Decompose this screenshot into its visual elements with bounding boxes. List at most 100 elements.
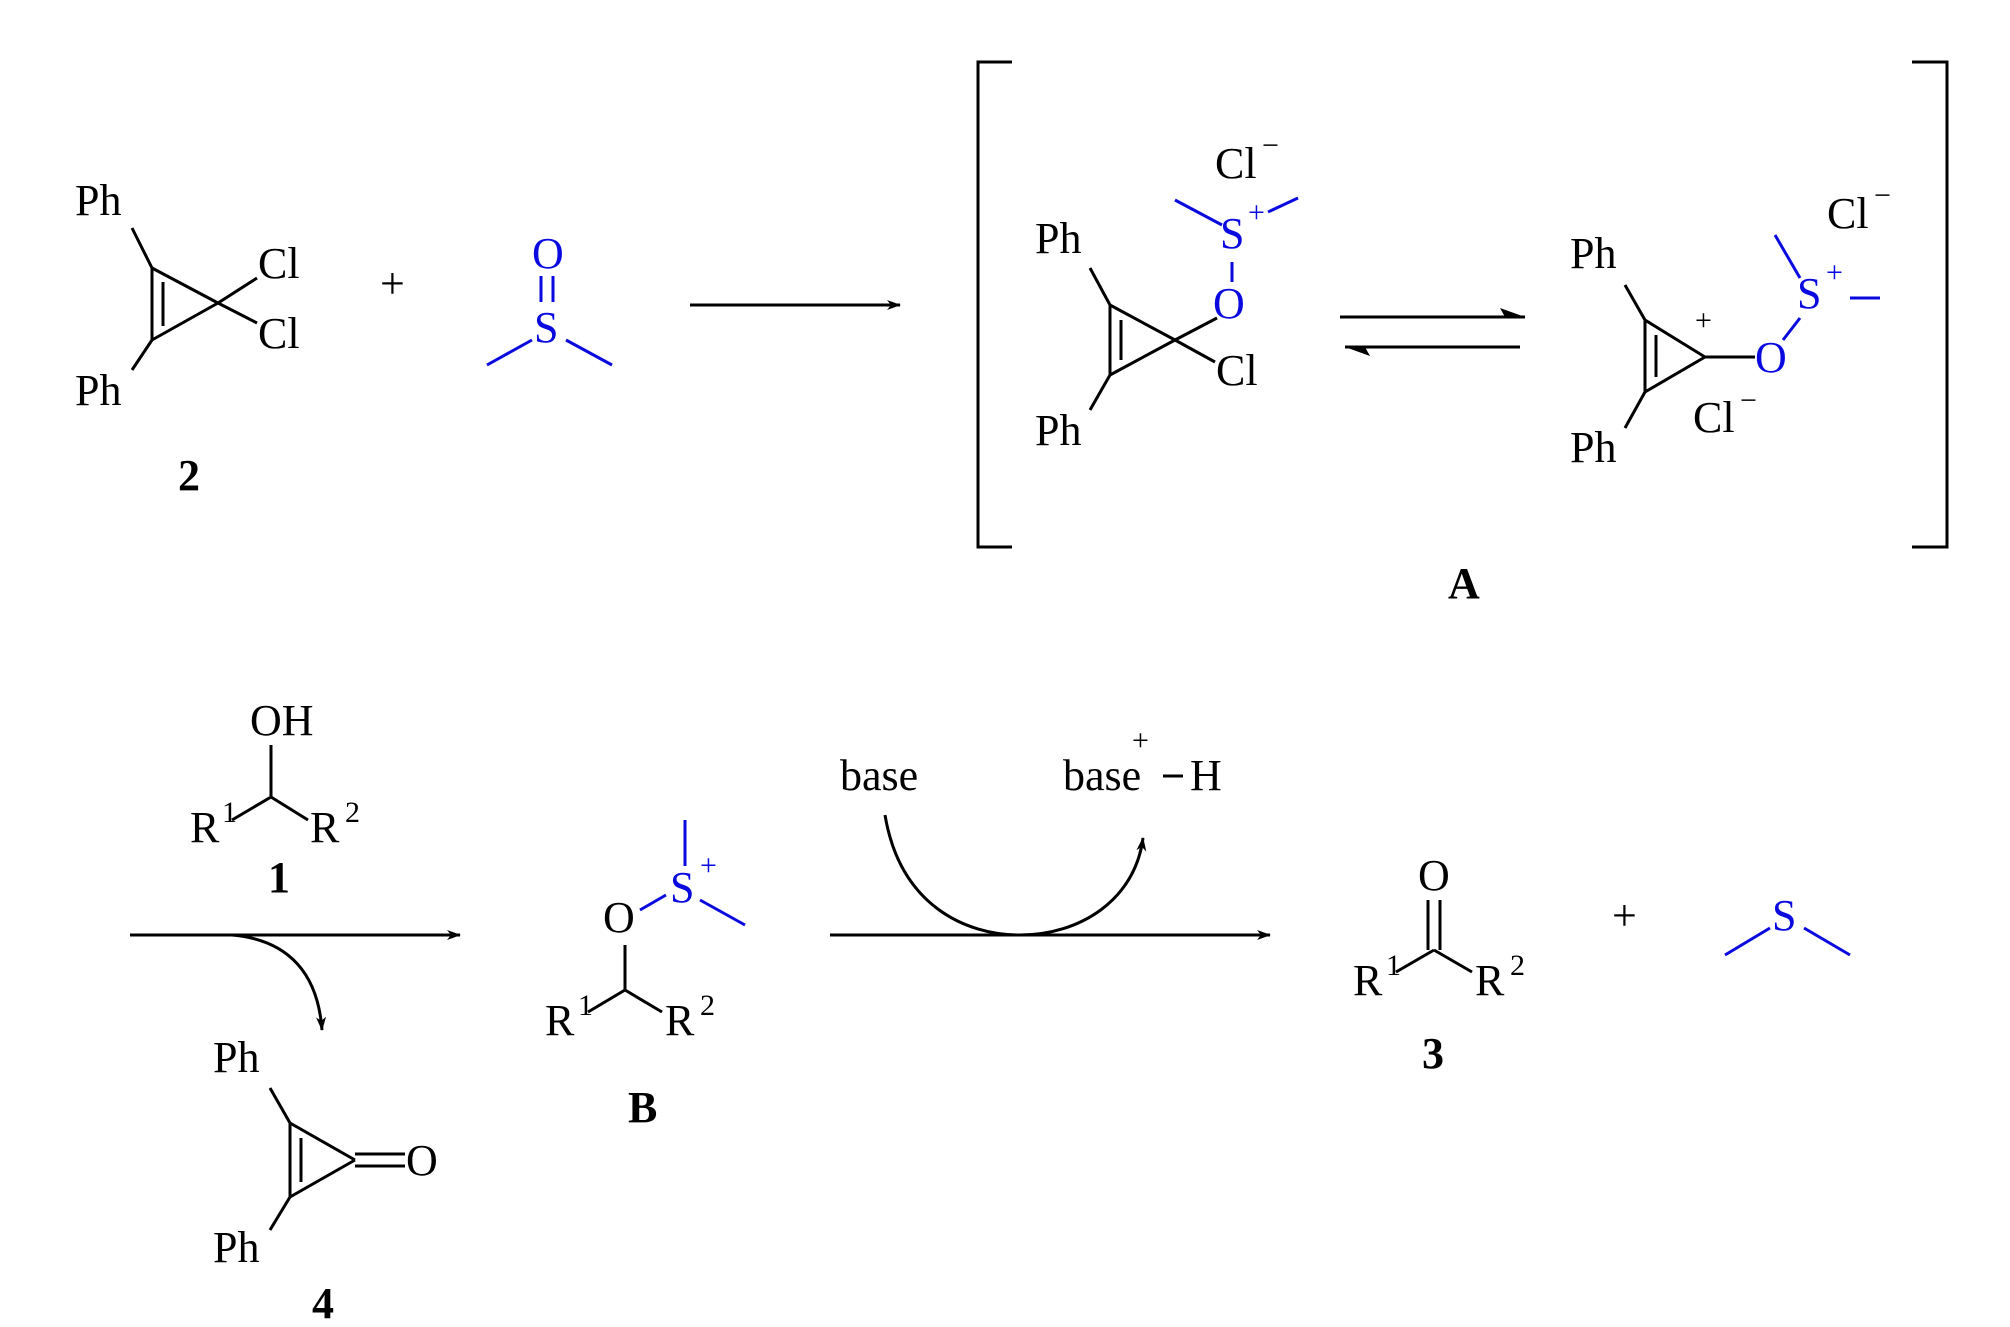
cl-label: Cl: [1693, 393, 1735, 442]
o-label: O: [406, 1136, 438, 1185]
reverse-arrowhead: [1345, 347, 1370, 356]
bond: [268, 1087, 292, 1124]
plus-sign: +: [1612, 891, 1637, 940]
r-label: R: [665, 996, 695, 1045]
s-label: S: [1220, 209, 1244, 258]
o-label: O: [1418, 851, 1450, 900]
intermediate-a-label: A: [1448, 559, 1480, 608]
right-bracket: [1912, 60, 1949, 549]
cl-label: Cl: [258, 239, 300, 288]
dimethyl-sulfide: S: [1724, 891, 1851, 957]
r1-superscript: 1: [1386, 949, 1401, 982]
bond: [1644, 355, 1706, 394]
bond: [151, 301, 219, 342]
equilibrium-arrows: [1340, 308, 1525, 356]
bond: [565, 338, 613, 367]
charge-plus: +: [1132, 724, 1149, 757]
bond: [1109, 338, 1176, 377]
bond: [639, 893, 667, 912]
ph-label: Ph: [1035, 406, 1081, 455]
s-label: S: [534, 303, 558, 352]
cyclopropenone-4-label: 4: [312, 1279, 334, 1327]
bond: [587, 988, 626, 1014]
intermediate-a-ionic: Ph Ph + O S + Cl − Cl −: [1570, 179, 1891, 472]
r-label: R: [190, 803, 220, 852]
ph-label: Ph: [1570, 423, 1616, 472]
bond: [1088, 267, 1112, 306]
bond: [486, 338, 533, 367]
bond: [1267, 196, 1299, 214]
r-label: R: [545, 996, 575, 1045]
bond: [289, 1121, 356, 1162]
bond: [289, 1158, 356, 1199]
alcohol-1: OH R 1 R 2 1: [190, 696, 360, 902]
bond: [130, 339, 154, 371]
charge-plus: +: [700, 849, 717, 882]
compound-2-label: 2: [178, 451, 200, 500]
bond: [231, 795, 272, 822]
ph-label: Ph: [75, 176, 121, 225]
bond: [1174, 316, 1218, 342]
charge-minus: −: [1740, 384, 1757, 417]
cl-label: Cl: [1216, 346, 1258, 395]
charge-minus: −: [1874, 179, 1891, 212]
bond: [1395, 948, 1435, 974]
bond: [217, 276, 258, 305]
alcohol-1-label: 1: [268, 853, 290, 902]
compound-2: Ph Ph Cl Cl 2: [75, 176, 300, 500]
intermediate-b: S + O R 1 R 2 B: [545, 820, 746, 1132]
r-label: R: [310, 803, 340, 852]
bond: [130, 227, 154, 269]
cl-label: Cl: [1827, 189, 1869, 238]
base-step: base base + H: [830, 724, 1271, 940]
base-label: base: [840, 751, 918, 800]
intermediate-a-covalent: Ph Ph Cl O S + Cl −: [1035, 129, 1299, 455]
bond: [270, 795, 309, 822]
h-label: H: [1190, 751, 1222, 800]
intermediate-b-label: B: [628, 1083, 657, 1132]
cl-label: Cl: [258, 309, 300, 358]
bond: [1781, 317, 1802, 341]
dmso: O S: [486, 229, 613, 367]
ph-label: Ph: [213, 1223, 259, 1272]
charge-plus: +: [1695, 304, 1712, 337]
bond: [1433, 948, 1473, 974]
bond: [217, 301, 258, 325]
bond: [1623, 284, 1647, 321]
plus-sign: +: [380, 259, 405, 308]
bond: [1174, 338, 1216, 364]
charge-plus: +: [1248, 196, 1265, 229]
byproduct-curved-arrow: [231, 933, 327, 1031]
o-label: O: [1213, 279, 1245, 328]
base-h-label: base: [1063, 751, 1141, 800]
bond: [1773, 234, 1802, 279]
oh-label: OH: [250, 696, 314, 745]
bond: [268, 1196, 292, 1231]
bond: [1088, 374, 1112, 411]
ph-label: Ph: [75, 366, 121, 415]
ketone-3-label: 3: [1422, 1029, 1444, 1078]
left-bracket: [976, 60, 1012, 549]
bond: [1803, 926, 1851, 957]
bond: [151, 266, 219, 305]
bond: [624, 988, 663, 1014]
ph-label: Ph: [1035, 214, 1081, 263]
r1-superscript: 1: [578, 989, 593, 1022]
ph-label: Ph: [1570, 229, 1616, 278]
bond: [1174, 198, 1223, 227]
bond: [1724, 926, 1771, 957]
charge-minus: −: [1262, 129, 1279, 162]
bond: [1644, 318, 1706, 359]
r-label: R: [1353, 956, 1383, 1005]
s-label: S: [1772, 891, 1796, 940]
r2-superscript: 2: [1510, 949, 1525, 982]
bond: [1623, 391, 1647, 429]
cyclopropenone-4: Ph Ph O 4: [213, 1033, 438, 1327]
r2-superscript: 2: [345, 796, 360, 829]
r1-superscript: 1: [222, 796, 237, 829]
r2-superscript: 2: [700, 989, 715, 1022]
cl-label: Cl: [1215, 139, 1257, 188]
o-label: O: [1755, 333, 1787, 382]
o-label: O: [532, 229, 564, 278]
